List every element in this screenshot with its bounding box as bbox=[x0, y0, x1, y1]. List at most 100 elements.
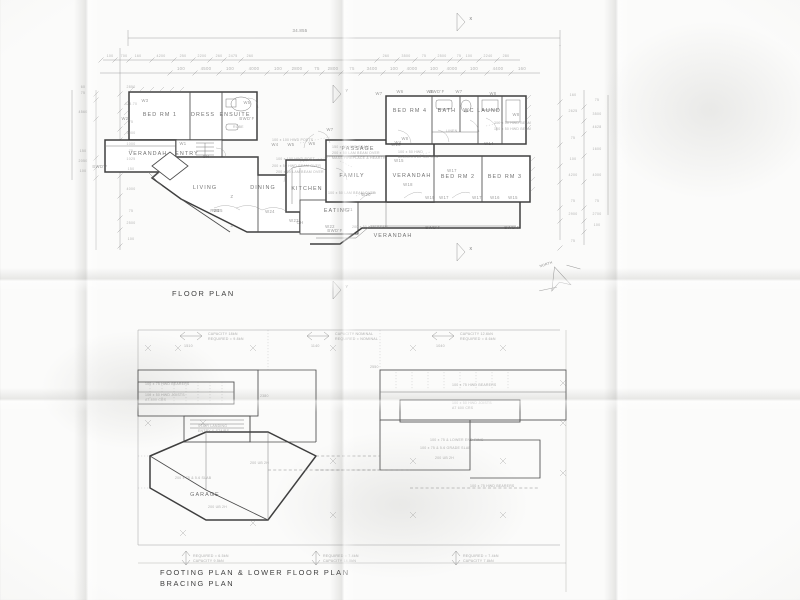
floor-note: 100 x 50 HWD bbox=[398, 150, 423, 154]
room-label: ENTRY bbox=[175, 151, 199, 157]
bracing-arrow-vertical bbox=[311, 550, 321, 566]
room-label: BED RM 2 bbox=[441, 174, 475, 180]
dimension-value: 75 bbox=[314, 66, 320, 71]
dimension-value: 100 bbox=[80, 169, 87, 173]
section-mark-label: X bbox=[469, 246, 472, 251]
footing-plan-title-2: BRACING PLAN bbox=[160, 579, 234, 588]
bracing-value: 1040 bbox=[436, 344, 445, 348]
door-tag: BWD'F bbox=[92, 164, 107, 169]
floor-plan-title: FLOOR PLAN bbox=[172, 289, 235, 298]
footing-note: ENTRY & STAIRS bbox=[198, 429, 230, 433]
bracing-capacity: CAPACITY 9.5kN bbox=[193, 559, 224, 563]
dimension-value: 100 bbox=[226, 66, 234, 71]
dimension-value: 100 bbox=[570, 157, 577, 161]
section-mark-label: X bbox=[469, 16, 472, 21]
dimension-value: 2900 bbox=[569, 212, 578, 216]
dimension-value: 280 bbox=[503, 54, 510, 58]
dimension-value: 4400 bbox=[493, 66, 504, 71]
dimension-value: 4000 bbox=[593, 173, 602, 177]
dimension-value: 2240 bbox=[484, 54, 493, 58]
dimension-value: 100 bbox=[430, 66, 438, 71]
door-tag: BWD'F bbox=[429, 89, 444, 94]
dimension-value: 160 bbox=[518, 66, 526, 71]
bracing-capacity: CAPACITY 14.0kN bbox=[323, 559, 356, 563]
room-label: VERANDAH bbox=[129, 151, 168, 157]
dimension-value: 4500 bbox=[201, 66, 212, 71]
dimension-value: 100 bbox=[470, 66, 478, 71]
section-arrow bbox=[456, 12, 466, 32]
window-tag: W18 bbox=[403, 182, 413, 187]
overall-dimension-value: 34.855 bbox=[293, 28, 308, 33]
dimension-value: 100 bbox=[274, 66, 282, 71]
window-tag: W5 bbox=[243, 100, 250, 105]
dimension-value: 100 bbox=[390, 66, 398, 71]
bracing-capacity: CAPACITY 7.8kN bbox=[463, 559, 494, 563]
section-arrow bbox=[332, 280, 342, 300]
window-tag: W24 bbox=[265, 209, 275, 214]
footing-note: STAIR LANDING bbox=[198, 424, 227, 428]
dimension-value: 4000 bbox=[127, 187, 136, 191]
dimension-value: 100 bbox=[594, 223, 601, 227]
room-label: VERANDAH bbox=[374, 233, 413, 239]
dimension-value: 4200 bbox=[569, 173, 578, 177]
dimension-value: 75 bbox=[349, 66, 355, 71]
bracing-value: 1140 bbox=[311, 344, 320, 348]
bracing-capacity: CAPACITY 18kN bbox=[208, 332, 238, 336]
window-tag: W21 bbox=[343, 207, 353, 212]
bracing-required: REQUIRED = 9.8kN bbox=[208, 337, 244, 341]
dimension-value: 260 bbox=[247, 54, 254, 58]
window-tag: W15 bbox=[394, 158, 404, 163]
bracing-arrow-vertical bbox=[181, 550, 191, 566]
room-label: BED RM 1 bbox=[143, 112, 177, 118]
window-tag: W14 bbox=[484, 141, 494, 146]
dimension-value: 700 bbox=[121, 54, 128, 58]
footing-note: 100 x 50 HWD JOISTS bbox=[145, 393, 185, 397]
dimension-value: 100 bbox=[466, 54, 473, 58]
dimension-value: 4000 bbox=[407, 66, 418, 71]
dimension-value: 75 bbox=[129, 209, 134, 213]
door-tag: BWD'F bbox=[504, 225, 519, 230]
dimension-value: 150 bbox=[128, 167, 135, 171]
wall-hatching bbox=[123, 86, 536, 193]
room-label: WC bbox=[463, 108, 474, 114]
footing-note: 200 UB 2H bbox=[435, 456, 454, 460]
window-tag: W7 bbox=[326, 127, 333, 132]
dimension-value: 4000 bbox=[447, 66, 458, 71]
footing-note: 100 x 75 HWD BEARERS bbox=[452, 383, 497, 387]
floor-note: 100 x 100 HWD POSTS bbox=[272, 138, 314, 142]
floor-note: 100 x 50 LAM BEAM OVER bbox=[328, 191, 376, 195]
dimension-value: 2625 bbox=[569, 109, 578, 113]
dimension-value: 75 bbox=[595, 98, 600, 102]
bracing-arrow-horizontal bbox=[306, 331, 330, 341]
dimension-value: 160 bbox=[135, 54, 142, 58]
dimension-value: 75 bbox=[129, 149, 134, 153]
bracing-capacity: CAPACITY NOMINAL bbox=[335, 332, 373, 336]
floor-note: 150 x 50 HWD BEAM bbox=[494, 127, 531, 131]
floor-note: BEARERS AT 450 CRS bbox=[398, 155, 439, 159]
dimension-value: 4560 bbox=[79, 110, 88, 114]
room-label: LAUND bbox=[477, 108, 501, 114]
bracing-arrow-vertical bbox=[451, 550, 461, 566]
bracing-value: 1510 bbox=[184, 344, 193, 348]
window-tag: W5 bbox=[287, 142, 294, 147]
footing-note: 100 x 50 HWD JOISTS bbox=[452, 401, 492, 405]
bracing-required: REQUIRED = 7.4kN bbox=[323, 554, 359, 558]
window-tag: W19 bbox=[425, 195, 435, 200]
footing-note: 100 x 75 & 5.6 GRADE SLAB bbox=[420, 446, 471, 450]
footing-note: 200 UB 2H bbox=[208, 505, 227, 509]
dimension-value: 75 bbox=[571, 136, 576, 140]
window-tag: W6 bbox=[396, 89, 403, 94]
room-label: BED RM 3 bbox=[488, 174, 522, 180]
footing-note: 2380 bbox=[260, 394, 269, 398]
dimension-value: 4200 bbox=[157, 54, 166, 58]
window-tag: W25 bbox=[213, 208, 223, 213]
section-mark-label: Y bbox=[345, 88, 348, 93]
room-label: DRESS bbox=[191, 112, 215, 118]
dimension-value: 2800 bbox=[328, 66, 339, 71]
dimension-value: 250 bbox=[180, 54, 187, 58]
room-label: LIVING bbox=[193, 185, 217, 191]
